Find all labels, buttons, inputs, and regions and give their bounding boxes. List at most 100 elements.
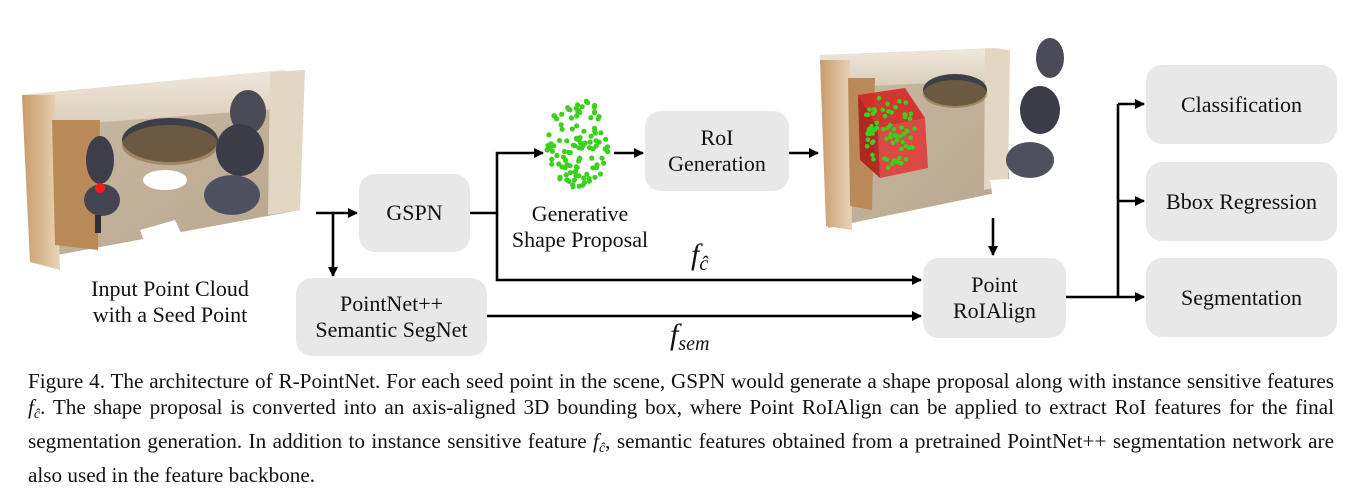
roi-point [882,113,888,119]
shape-point [590,165,596,171]
roi-point [896,155,902,161]
shape-point [598,130,604,136]
shape-point [558,122,564,128]
connectors [316,99,1145,321]
roi-point [893,105,898,110]
roi-point [889,161,895,167]
roi-point [870,127,875,132]
roi-point [888,132,893,137]
shape-point [562,157,569,163]
shape-point [562,165,568,171]
seed-point-marker [95,183,105,193]
input-label-line2: with a Seed Point [92,302,248,327]
roi-point [889,110,894,115]
gspn-label: GSPN [386,200,443,225]
shape-point [559,126,565,132]
roi-point [884,157,890,162]
generative-label: Generative Shape Proposal [495,201,665,253]
shape-point [568,115,575,121]
roi-point [907,116,913,121]
shape-point [557,176,563,182]
shape-point [592,102,598,109]
shape-point [563,172,569,178]
roi-point [876,95,882,101]
shape-point [586,176,592,182]
shape-point [566,149,572,155]
roi-point [894,137,900,143]
roi-point [898,134,903,139]
shape-point [549,161,555,167]
gspn-box: GSPN [359,174,470,252]
roi-point [903,100,909,105]
roi-point [870,152,875,158]
roi-point [904,128,909,133]
shape-point [605,149,611,155]
shape-point [577,109,583,115]
shape-point [593,138,599,144]
shape-point [592,125,598,131]
shape-point [584,171,590,177]
roi-point [903,157,909,162]
roi-point [865,112,871,118]
roi-point [902,112,908,117]
roi-point [870,131,875,136]
shape-point [582,140,588,146]
roi-generation-box: RoI Generation [645,111,789,191]
shape-point [588,115,594,121]
diagram-svg [22,38,1145,321]
segmentation-box: Segmentation [1146,258,1337,337]
shape-point [581,128,587,134]
roi-point [897,160,902,166]
segmentation-label: Segmentation [1181,284,1302,310]
shape-point [593,143,599,149]
f-sem-label: fsem [670,318,710,355]
shape-point [546,132,552,138]
shape-point [552,113,558,119]
shape-point [569,126,575,132]
figure-caption: Figure 4. The architecture of R-PointNet… [28,369,1334,487]
shape-point [581,175,587,181]
roi-shape-points [863,95,917,170]
roi-point [906,145,912,151]
architecture-diagram: GSPN PointNet++ Semantic SegNet RoI Gene… [22,38,1337,356]
shape-point [561,148,568,155]
shape-point [589,155,595,161]
roi-point [908,111,914,117]
shape-point [597,171,604,177]
shape-point [573,168,579,174]
shape-point [547,145,553,151]
shape-point [556,137,563,144]
shape-point [588,133,594,139]
generative-label-line1: Generative [531,201,629,226]
shape-point [579,104,585,110]
shape-point [574,113,580,119]
shape-point [570,142,577,148]
shape-point [577,135,583,141]
bbox-regression-label: Bbox Regression [1166,188,1317,214]
classification-box: Classification [1146,65,1337,144]
roi-point [899,125,904,130]
shape-point [599,155,605,161]
roi-point [867,107,872,112]
input-label-line1: Input Point Cloud [91,276,249,301]
point-roialign-line2: RoIAlign [952,298,1037,323]
roi-point [885,165,891,170]
shape-point [554,152,560,159]
roi-point [892,132,898,138]
arrow-gspn-to-proposal [470,148,544,215]
roi-point [912,126,917,131]
roi-point [871,156,876,162]
point-roialign-line1: Point [971,272,1018,297]
roi-point [908,135,913,141]
point-roialign-box: Point RoIAlign [923,258,1066,338]
roi-point [910,145,915,150]
pointnet-label-line1: PointNet++ [339,291,444,316]
shape-point [573,173,579,179]
bbox-regression-box: Bbox Regression [1146,162,1337,241]
shape-point [570,182,576,188]
shape-point [581,180,588,186]
shape-point [551,143,557,149]
pointnet-box: PointNet++ Semantic SegNet [296,278,487,356]
roi-point [900,139,905,145]
roi-point [901,131,907,137]
